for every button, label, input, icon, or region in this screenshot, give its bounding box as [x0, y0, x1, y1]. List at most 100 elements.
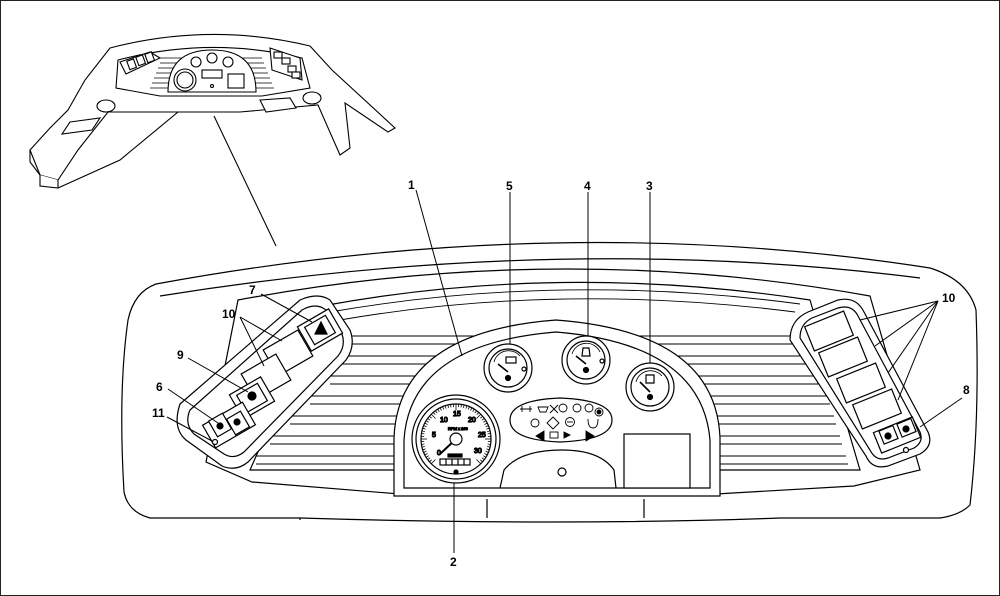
- tach-tick: [486, 427, 490, 430]
- tach-tick: [485, 450, 489, 453]
- tach-tick: [472, 408, 475, 412]
- tach-tick: [427, 418, 431, 421]
- work-light-switch[interactable]: [201, 401, 257, 449]
- tach-tick: [430, 459, 436, 465]
- tach-tick: [476, 459, 482, 465]
- battery-charge-icon: [549, 431, 559, 439]
- tach-tick: [421, 430, 425, 432]
- callout-8: 8: [963, 383, 970, 397]
- filter-icon: [587, 418, 599, 429]
- tach-scale-label: 0: [437, 450, 441, 457]
- callout-leaders: [166, 189, 963, 553]
- left-turn-icon: [535, 430, 545, 442]
- tach-tick: [474, 410, 477, 414]
- tach-tick: [437, 408, 440, 412]
- tach-tick: [424, 453, 428, 456]
- main-dashboard: 0 5 10 15 20 25 30 RPM x 100: [121, 241, 978, 523]
- callout-2: 2: [450, 555, 457, 569]
- tach-tick: [429, 459, 432, 463]
- neutral-icon: [530, 418, 540, 428]
- tach-tick: [476, 412, 480, 415]
- tach-tick: [447, 404, 449, 408]
- tach-tick: [483, 420, 487, 423]
- tach-tick: [467, 406, 470, 410]
- tach-tick: [480, 459, 483, 463]
- tach-tick: [481, 457, 485, 460]
- callout-7: 7: [249, 283, 256, 297]
- hazard-switch[interactable]: [296, 308, 344, 352]
- tach-tick: [432, 412, 436, 415]
- callout-9: 9: [177, 348, 184, 362]
- tach-tick: [444, 405, 447, 409]
- callout-6: 6: [156, 380, 163, 394]
- tach-tick: [422, 427, 426, 430]
- callout-labels: 1 2 3 4 5 6 7 8 9 10 10 11: [152, 178, 970, 569]
- oil-pressure-gauge: [625, 362, 675, 412]
- tach-unit-label: RPM x 100: [448, 426, 469, 431]
- tach-tick: [423, 425, 427, 428]
- tach-tick: [423, 450, 427, 453]
- callout-10-left: 10: [222, 307, 236, 321]
- battery-icon: [549, 404, 559, 414]
- tach-scale-label: 10: [440, 417, 448, 424]
- tach-tick: [463, 404, 465, 408]
- tach-scale-label: 20: [468, 417, 476, 424]
- warning-diamond-icon: [546, 416, 560, 430]
- indicator-lamp: [211, 438, 219, 446]
- tach-tick: [435, 410, 438, 414]
- tach-tick: [486, 448, 490, 451]
- blank-switch-slot: [817, 336, 869, 378]
- tach-tick: [430, 413, 436, 419]
- right-turn-icon: [585, 430, 595, 442]
- differential-lock-switch[interactable]: [872, 416, 922, 454]
- tach-tick: [484, 422, 488, 425]
- tach-tick: [476, 413, 482, 419]
- tach-scale-label: 25: [478, 432, 486, 439]
- warning-lamp-panel: [509, 397, 613, 443]
- cluster-screw: [557, 467, 567, 477]
- tach-tick: [483, 455, 487, 458]
- callout-3: 3: [646, 179, 653, 193]
- blank-switch-slot: [851, 388, 903, 430]
- tach-tick: [484, 453, 488, 456]
- callout-4: 4: [584, 179, 591, 193]
- tach-tick: [421, 446, 425, 448]
- tach-tick: [442, 406, 445, 410]
- tach-tick: [424, 422, 428, 425]
- temperature-gauge: [483, 343, 533, 393]
- preheat-icon: [572, 403, 582, 413]
- blank-switch-slot: [835, 362, 887, 404]
- tach-tick: [480, 415, 483, 419]
- tach-tick: [465, 405, 468, 409]
- tach-tick: [487, 430, 491, 432]
- callout-11: 11: [152, 406, 165, 420]
- tach-tick: [485, 425, 489, 428]
- tach-tick: [487, 446, 491, 448]
- callout-5: 5: [506, 179, 513, 193]
- inset-dashboard-view: [29, 33, 396, 189]
- tach-scale-label: 15: [453, 411, 461, 418]
- blank-switch-slot: [803, 310, 855, 352]
- callout-10-right: 10: [942, 291, 956, 305]
- engine-icon: [558, 403, 568, 413]
- hour-meter: [439, 458, 471, 466]
- high-beam-icon: [563, 431, 572, 439]
- tach-tick: [422, 448, 426, 451]
- tach-tick: [481, 418, 485, 421]
- tach-tick: [439, 407, 442, 411]
- tachometer: 0 5 10 15 20 25 30 RPM x 100: [411, 394, 501, 484]
- callout-1: 1: [408, 178, 415, 192]
- display-window: [623, 433, 691, 489]
- brake-icon: [584, 403, 594, 413]
- tach-tick: [429, 415, 432, 419]
- trailer-brake-icon: [520, 406, 532, 412]
- inset-leader-line: [213, 115, 277, 247]
- tach-tick: [425, 455, 429, 458]
- oil-can-icon: [537, 406, 549, 413]
- indicator-lamp: [902, 446, 910, 454]
- fuel-gauge: [561, 335, 611, 385]
- tach-scale-label: 5: [432, 432, 436, 439]
- tach-scale-label: 30: [474, 448, 482, 455]
